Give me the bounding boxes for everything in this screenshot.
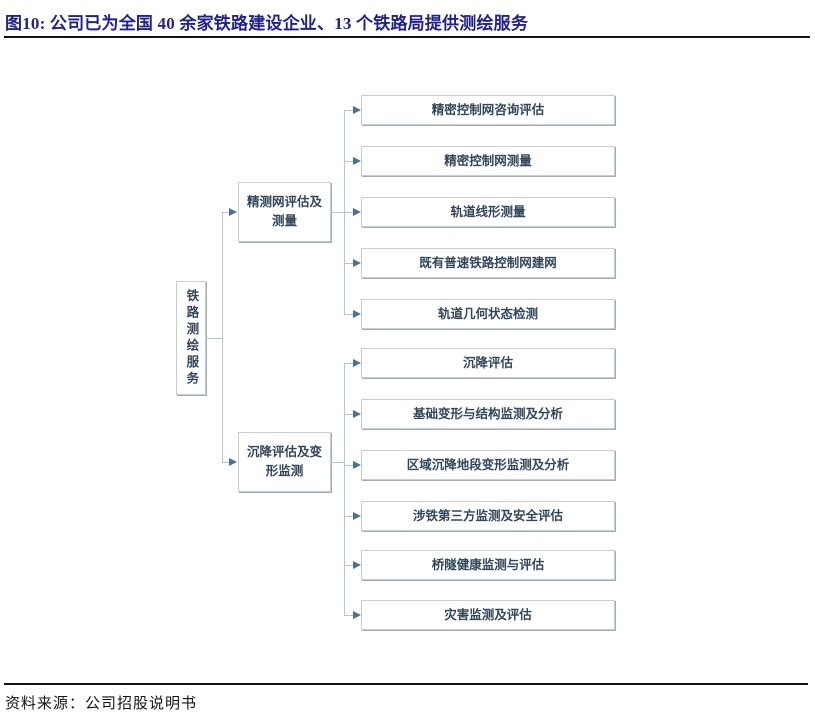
connector-line bbox=[344, 615, 353, 616]
branch-node-settlement: 沉降评估及变形监测 bbox=[238, 432, 331, 492]
connector-line bbox=[344, 110, 353, 111]
source-note: 资料来源：公司招股说明书 bbox=[5, 696, 198, 712]
footer-rule bbox=[4, 683, 808, 685]
arrowhead-icon bbox=[229, 458, 237, 466]
figure-title: 图10: 公司已为全国 40 余家铁路建设企业、13 个铁路局提供测绘服务 bbox=[5, 14, 529, 33]
arrowhead-icon bbox=[353, 208, 361, 216]
connector-line bbox=[331, 462, 344, 463]
leaf-node: 轨道几何状态检测 bbox=[361, 299, 615, 329]
leaf-node: 区域沉降地段变形监测及分析 bbox=[361, 450, 615, 480]
arrowhead-icon bbox=[353, 259, 361, 267]
tree-root-node: 铁路测绘服务 bbox=[176, 281, 206, 395]
arrowhead-icon bbox=[353, 410, 361, 418]
connector-line bbox=[344, 363, 345, 615]
leaf-node: 涉铁第三方监测及安全评估 bbox=[361, 501, 615, 531]
arrowhead-icon bbox=[229, 208, 237, 216]
arrowhead-icon bbox=[353, 512, 361, 520]
header-rule bbox=[4, 36, 810, 38]
arrowhead-icon bbox=[353, 310, 361, 318]
connector-line bbox=[344, 363, 353, 364]
connector-line bbox=[344, 314, 353, 315]
arrowhead-icon bbox=[353, 611, 361, 619]
connector-line bbox=[344, 465, 353, 466]
connector-line bbox=[344, 212, 353, 213]
leaf-node: 基础变形与结构监测及分析 bbox=[361, 399, 615, 429]
connector-line bbox=[344, 516, 353, 517]
arrowhead-icon bbox=[353, 561, 361, 569]
arrowhead-icon bbox=[353, 359, 361, 367]
connector-line bbox=[222, 212, 230, 213]
leaf-node: 桥隧健康监测与评估 bbox=[361, 550, 615, 580]
connector-line bbox=[206, 338, 222, 339]
branch-node-precision-network: 精测网评估及测量 bbox=[238, 182, 331, 242]
connector-line bbox=[344, 414, 353, 415]
connector-line bbox=[222, 212, 223, 462]
leaf-node: 精密控制网咨询评估 bbox=[361, 95, 615, 125]
leaf-node: 轨道线形测量 bbox=[361, 197, 615, 227]
connector-line bbox=[344, 263, 353, 264]
connector-line bbox=[222, 462, 230, 463]
arrowhead-icon bbox=[353, 106, 361, 114]
connector-line bbox=[331, 212, 344, 213]
leaf-node: 沉降评估 bbox=[361, 348, 615, 378]
leaf-node: 既有普速铁路控制网建网 bbox=[361, 248, 615, 278]
leaf-node: 精密控制网测量 bbox=[361, 146, 615, 176]
arrowhead-icon bbox=[353, 461, 361, 469]
connector-line bbox=[344, 565, 353, 566]
arrowhead-icon bbox=[353, 157, 361, 165]
connector-line bbox=[344, 161, 353, 162]
leaf-node: 灾害监测及评估 bbox=[361, 600, 615, 630]
